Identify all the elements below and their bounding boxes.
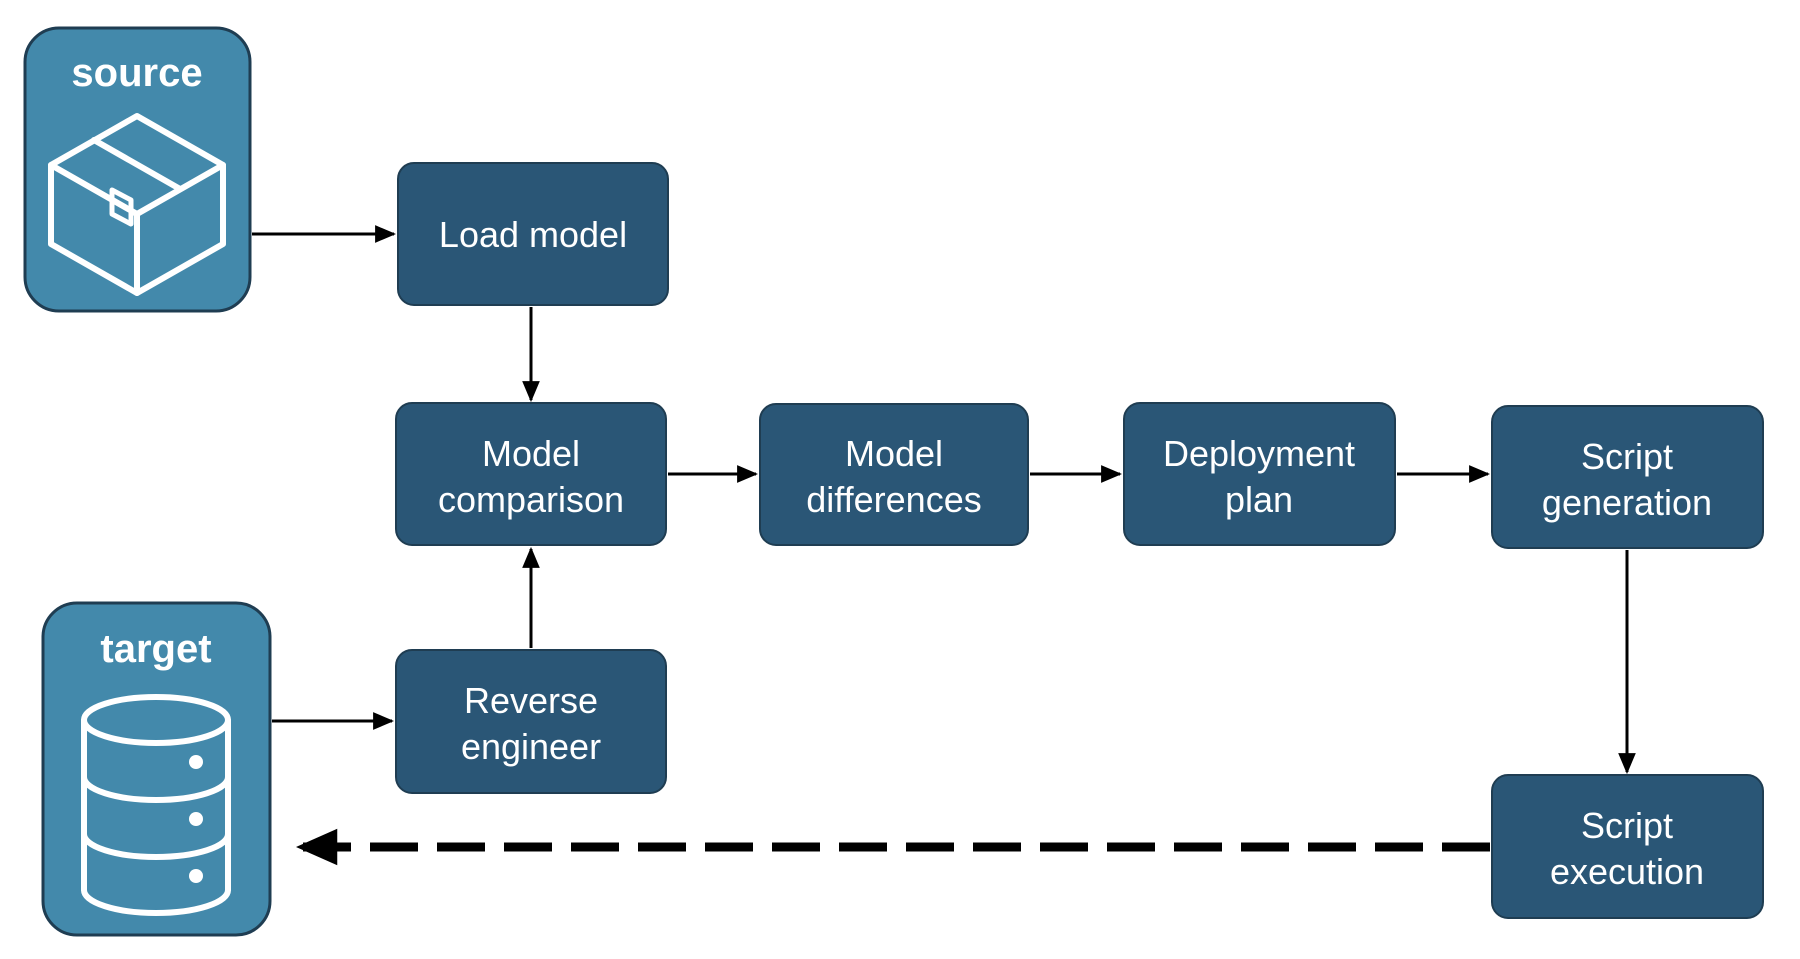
script-execution-background (1491, 774, 1764, 919)
model-differences-label-line-1: Model (845, 433, 943, 474)
process-node-reverse-engineer[interactable]: Reverse engineer (395, 649, 667, 794)
model-comparison-label-line-2: comparison (438, 479, 624, 520)
target-card-background (41, 601, 272, 937)
connector-layer (252, 225, 1636, 866)
model-comparison-background (395, 402, 667, 546)
model-comparison-label-line-1: Model (482, 433, 580, 474)
script-generation-label-line-2: generation (1542, 482, 1712, 523)
reverse-engineer-background (395, 649, 667, 794)
source-card-background (23, 26, 252, 313)
deployment-plan-label-line-2: plan (1225, 479, 1293, 520)
load-model-background (397, 162, 669, 306)
model-differences-background (759, 403, 1029, 546)
script-execution-label-line-1: Script (1581, 805, 1673, 846)
source-title: source (71, 51, 202, 95)
endpoint-source[interactable]: source (23, 26, 252, 313)
deployment-plan-label-line-1: Deployment (1163, 433, 1355, 474)
process-node-model-differences[interactable]: Model differences (759, 403, 1029, 546)
database-cylinder-icon (81, 694, 231, 916)
script-generation-label-line-1: Script (1581, 436, 1673, 477)
load-model-label-line-1: Load model (439, 214, 627, 255)
script-generation-background (1491, 405, 1764, 549)
model-differences-label-line-2: differences (806, 479, 981, 520)
endpoint-target[interactable]: target (41, 601, 272, 937)
process-node-model-comparison[interactable]: Model comparison (395, 402, 667, 546)
reverse-engineer-label-line-1: Reverse (464, 680, 598, 721)
package-box-icon (48, 113, 226, 296)
script-execution-label-line-2: execution (1550, 851, 1704, 892)
process-node-script-execution[interactable]: Script execution (1491, 774, 1764, 919)
reverse-engineer-label-line-2: engineer (461, 726, 601, 767)
deployment-plan-background (1123, 402, 1396, 546)
target-title: target (100, 627, 211, 671)
process-node-deployment-plan[interactable]: Deployment plan (1123, 402, 1396, 546)
process-node-load-model[interactable]: Load model (397, 162, 669, 306)
process-node-script-generation[interactable]: Script generation (1491, 405, 1764, 549)
